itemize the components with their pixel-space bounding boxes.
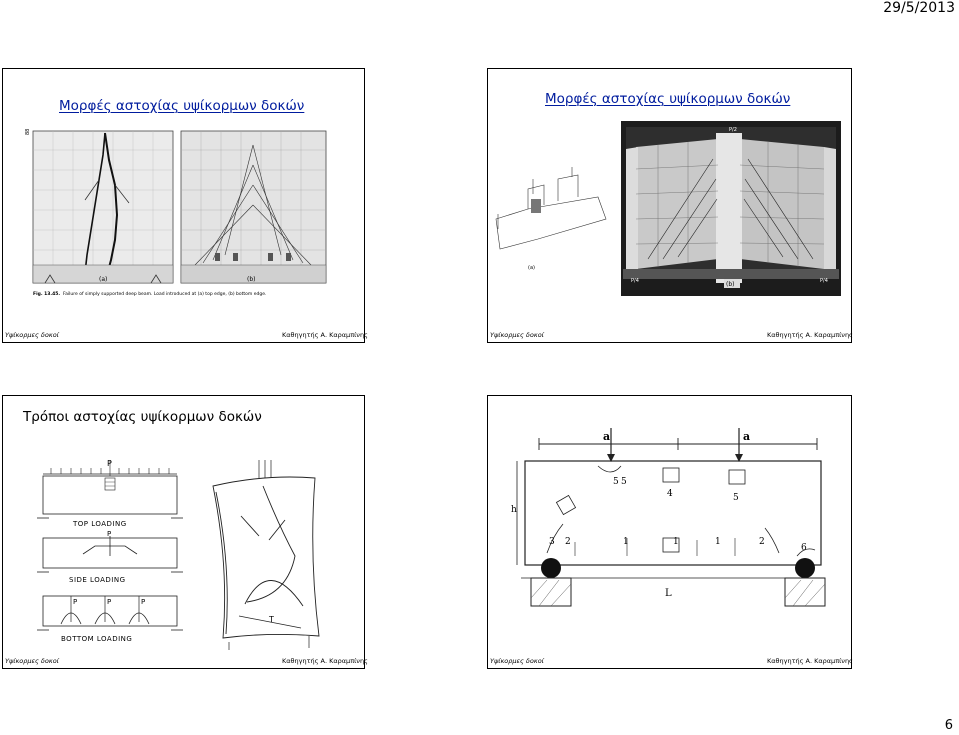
right-load-label: P/4: [820, 278, 828, 284]
slide-2-title: Μορφές αστοχίας υψίκορμων δοκών: [545, 91, 791, 107]
slide-1-footer-left: Υψίκορμες δοκοί: [5, 331, 59, 339]
failure-modes-diagram: P TOP LOADING P SIDE LOADING P P P: [37, 459, 320, 650]
load-p-side: P: [107, 530, 111, 538]
side-loading-label: SIDE LOADING: [69, 576, 126, 584]
crack-types-diagram: a a h L: [511, 428, 826, 607]
slide-4-figure: a a h L: [503, 428, 843, 648]
slide-3-figure: P TOP LOADING P SIDE LOADING P P P: [33, 456, 353, 651]
load-p-top: P: [107, 459, 112, 468]
left-load-label: P/4: [631, 278, 639, 284]
fig-number: Fig. 13.45.: [33, 291, 60, 297]
slide-2-footer-right: Καθηγητής Α. Καραμπίνης: [767, 331, 853, 339]
crack-label-2b: 2: [759, 537, 765, 547]
slide-2-figure: (a) P/2 P/4: [488, 119, 853, 304]
page-number: 6: [944, 718, 953, 733]
slide-1: Μορφές αστοχίας υψίκορμων δοκών 88 (a): [2, 68, 368, 343]
slide-1-title: Μορφές αστοχίας υψίκορμων δοκών: [59, 98, 305, 114]
slide-3-title: Τρόποι αστοχίας υψίκορμων δοκών: [23, 409, 262, 425]
load-p-bottom-2: P: [107, 598, 111, 606]
slide-3-footer-right: Καθηγητής Α. Καραμπίνης: [282, 657, 368, 665]
crack-label-3: 3: [549, 537, 555, 547]
panel-a-label: (a): [99, 276, 107, 283]
panel-b-label: (b): [726, 281, 735, 288]
slide-1-footer-right: Καθηγητής Α. Καραμπίνης: [282, 331, 368, 339]
crack-label-1b: 1: [673, 537, 679, 547]
crack-label-5b: 5: [621, 477, 627, 487]
slide-4-footer-right: Καθηγητής Α. Καραμπίνης: [767, 657, 853, 665]
load-p-bottom-3: P: [141, 598, 145, 606]
slide-3: Τρόποι αστοχίας υψίκορμων δοκών P TOP LO…: [2, 395, 368, 669]
load-p-bottom-1: P: [73, 598, 77, 606]
side-label: 88: [25, 129, 31, 135]
dim-h: h: [511, 505, 517, 515]
slide-2: Μορφές αστοχίας υψίκορμων δοκών (a): [487, 68, 853, 343]
deep-beam-failure-photo: 88 (a): [25, 129, 327, 297]
crack-label-5c: 5: [733, 493, 739, 503]
slide-1-figure: 88 (a): [25, 125, 343, 307]
crack-label-6: 6: [801, 543, 807, 553]
crack-label-1c: 1: [715, 537, 721, 547]
crack-label-5a: 5: [613, 477, 619, 487]
tension-label: T: [268, 615, 274, 624]
dim-a-left: a: [603, 430, 610, 443]
bottom-loading-label: BOTTOM LOADING: [61, 635, 132, 643]
dim-l: L: [665, 588, 672, 599]
slide-4-footer-left: Υψίκορμες δοκοί: [490, 657, 544, 665]
deep-beam-test-figure: (a) P/2 P/4: [495, 121, 841, 296]
panel-a-label: (a): [528, 265, 535, 271]
top-load-label: P/2: [729, 127, 737, 133]
page-date: 29/5/2013: [883, 0, 955, 16]
top-loading-label: TOP LOADING: [72, 520, 127, 528]
crack-label-2a: 2: [565, 537, 571, 547]
crack-label-1a: 1: [623, 537, 629, 547]
slide-2-footer-left: Υψίκορμες δοκοί: [490, 331, 544, 339]
panel-b-label: (b): [247, 276, 256, 283]
crack-label-4: 4: [667, 489, 673, 499]
slide-3-footer-left: Υψίκορμες δοκοί: [5, 657, 59, 665]
dim-a-right: a: [743, 430, 750, 443]
slide-4: a a h L: [487, 395, 853, 669]
fig-caption: Failure of simply supported deep beam. L…: [63, 291, 266, 297]
